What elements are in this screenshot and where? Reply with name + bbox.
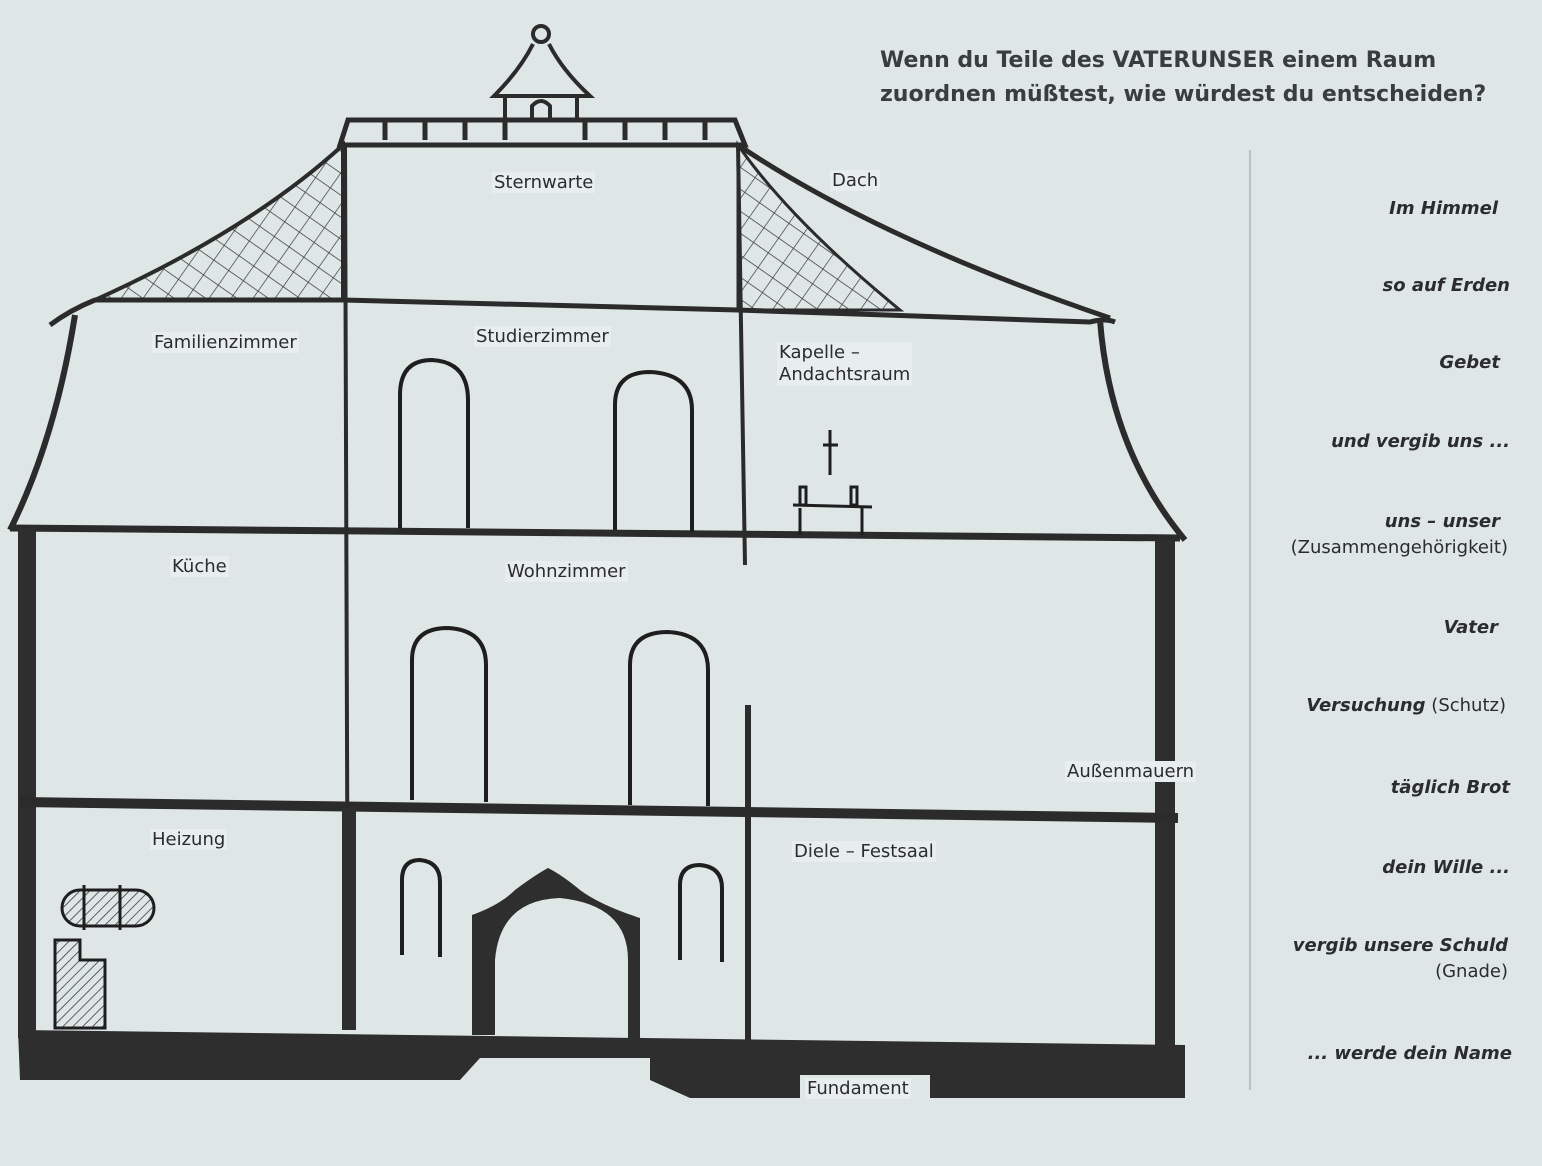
phrase-extra: (Gnade) — [1435, 961, 1508, 982]
phrase-main: Vater — [1443, 617, 1498, 638]
room-label-studierzimmer: Studierzimmer — [474, 326, 611, 347]
heating-boiler — [53, 885, 156, 1030]
room-label-familienzimmer: Familienzimmer — [152, 332, 299, 353]
phrase-main: Im Himmel — [1389, 198, 1498, 219]
room-label-wohnzimmer: Wohnzimmer — [505, 561, 628, 582]
roof-turret — [489, 24, 596, 120]
room-label-aussenmauern: Außenmauern — [1065, 761, 1197, 782]
room-label-sternwarte: Sternwarte — [492, 172, 596, 193]
phrase-item: und vergib uns ... — [1331, 429, 1510, 455]
phrase-main: dein Wille ... — [1382, 857, 1510, 878]
outer-wall-right — [1155, 540, 1175, 1045]
kapelle-line-1: Kapelle – — [779, 342, 860, 363]
mansard-right — [1097, 319, 1188, 542]
phrase-item: Im Himmel — [1389, 196, 1498, 222]
tower-wall-right — [736, 144, 747, 566]
phrase-main: so auf Erden — [1382, 275, 1511, 296]
roof-slope-right — [736, 142, 1111, 321]
foundation — [18, 1030, 1185, 1098]
windows — [398, 357, 724, 962]
phrase-extra: (Schutz) — [1431, 695, 1506, 716]
phrase-item: Gebet — [1439, 350, 1500, 376]
roof-tiles-right — [736, 140, 905, 312]
roof-tiles-left — [94, 140, 345, 302]
outer-wall-left — [18, 528, 36, 1038]
chapel-altar — [792, 430, 873, 535]
phrase-item: uns – unser (Zusammengehörigkeit) — [1291, 509, 1508, 561]
phrase-item: Vater — [1444, 615, 1498, 641]
title-line-1: Wenn du Teile des VATERUNSER einem Raum — [880, 48, 1437, 73]
phrase-main: uns – unser — [1384, 511, 1500, 532]
room-label-kapelle: Kapelle – Andachtsraum — [777, 342, 913, 386]
phrase-main: Versuchung — [1306, 695, 1426, 716]
kapelle-line-2: Andachtsraum — [779, 364, 911, 385]
phrase-item: so auf Erden — [1383, 273, 1511, 299]
floor-line-upper — [9, 524, 1181, 542]
room-label-kueche: Küche — [170, 556, 229, 577]
phrase-extra: (Zusammengehörigkeit) — [1290, 537, 1508, 558]
roof — [336, 117, 749, 148]
mansard-left — [7, 314, 78, 532]
phrase-main: Gebet — [1439, 352, 1500, 373]
room-label-diele: Diele – Festsaal — [792, 841, 936, 862]
main-portal — [472, 868, 640, 1038]
title-line-2: zuordnen müßtest, wie würdest du entsche… — [880, 82, 1487, 107]
wall-heizung — [342, 808, 356, 1030]
phrase-item: vergib unsere Schuld (Gnade) — [1293, 933, 1508, 985]
phrase-main: ... werde dein Name — [1307, 1043, 1512, 1064]
worksheet-title: Wenn du Teile des VATERUNSER einem Raum … — [880, 44, 1520, 112]
room-label-dach: Dach — [830, 170, 881, 191]
phrase-item: ... werde dein Name — [1308, 1041, 1512, 1067]
phrase-main: vergib unsere Schuld — [1292, 935, 1508, 956]
phrase-main: und vergib uns ... — [1331, 431, 1510, 452]
phrase-main: täglich Brot — [1390, 777, 1510, 798]
room-label-heizung: Heizung — [150, 829, 228, 850]
phrase-item: dein Wille ... — [1382, 855, 1510, 881]
eave-line — [48, 297, 1116, 328]
phrase-item: täglich Brot — [1391, 775, 1510, 801]
room-label-fundament: Fundament — [805, 1078, 911, 1099]
phrase-item: Versuchung (Schutz) — [1306, 693, 1506, 719]
floor-line-middle — [19, 797, 1179, 823]
